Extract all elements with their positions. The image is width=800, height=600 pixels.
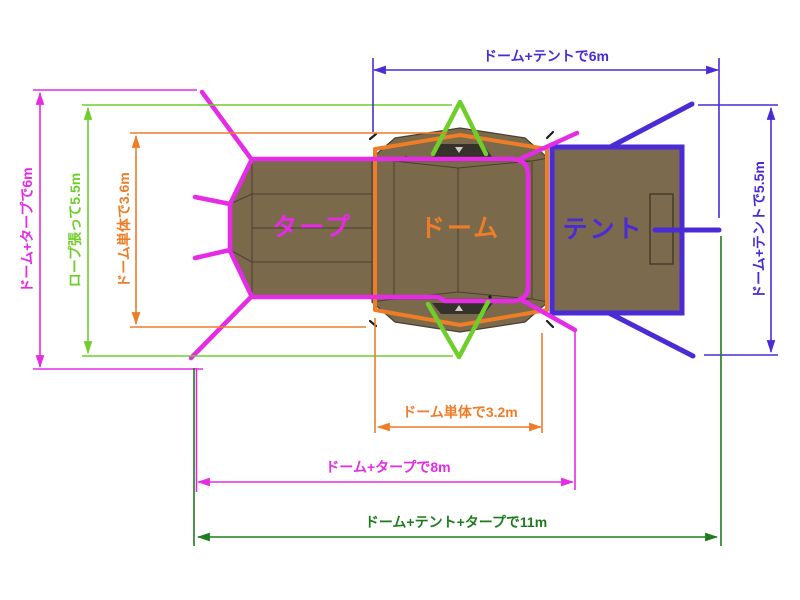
dome-top-vent bbox=[432, 144, 492, 157]
tent-guy-lines bbox=[606, 101, 722, 359]
dome-outline bbox=[373, 133, 549, 327]
dome-label: ドーム bbox=[419, 214, 501, 243]
dimension-label-left-rope: ロープ張って5.5m bbox=[67, 172, 83, 288]
dimension-label-bottom-dome: ドーム単体で3.2m bbox=[402, 404, 518, 420]
dome-bottom-vent bbox=[432, 303, 493, 314]
extension-lines bbox=[33, 58, 778, 546]
dimension-label-bottom-total: ドーム+テント+タープで11m bbox=[364, 514, 548, 530]
tent-label: テント bbox=[562, 215, 644, 244]
dome-rope-lines bbox=[425, 99, 491, 360]
dimension-label-top-width: ドーム+テントで6m bbox=[483, 48, 609, 64]
dimension-lines bbox=[35, 65, 776, 542]
tarp-label: タープ bbox=[272, 213, 352, 242]
dimension-label-bottom-tarp: ドーム+タープで8m bbox=[325, 459, 451, 475]
tent-shape bbox=[549, 101, 722, 359]
dimension-label-right-height: ドーム+テントで5.5m bbox=[751, 161, 767, 299]
dimension-label-left-outer: ドーム+タープで6m bbox=[19, 167, 35, 293]
dimension-label-left-dome: ドーム単体で3.6m bbox=[116, 172, 132, 288]
